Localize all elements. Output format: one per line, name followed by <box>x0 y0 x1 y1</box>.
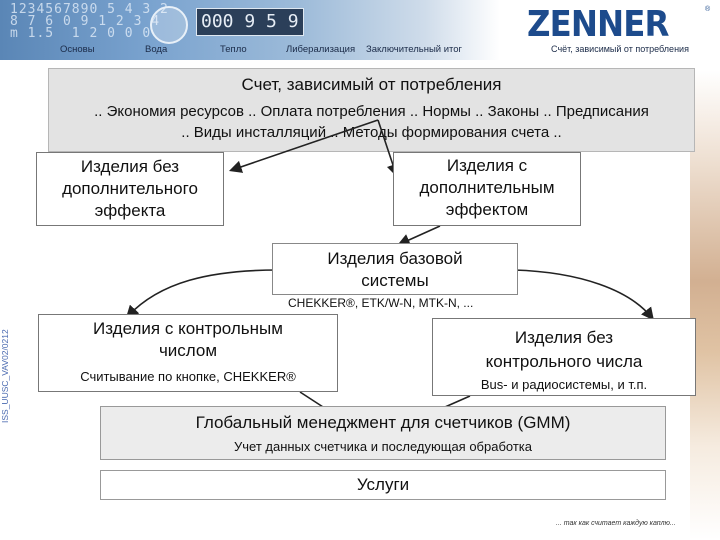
base-system-products: CHEKKER®, ETK/W-N, MTK-N, ... <box>288 296 474 310</box>
billing-topics: .. Экономия ресурсов .. Оплата потреблен… <box>49 101 694 143</box>
footer-slogan: ... так как считает каждую каплю... <box>556 520 676 527</box>
document-id-label: ISS_UUSC_VAV02/0212 <box>0 329 10 423</box>
services-label: Услуги <box>356 475 410 494</box>
arrow-to-control <box>125 269 279 319</box>
products-with-effect-box: Изделия с дополнительным эффектом <box>393 152 581 226</box>
arrow-to-no-control <box>513 269 654 321</box>
top-navigation: Основы Вода Тепло Либерализация Заключит… <box>0 44 510 60</box>
nav-item-summary[interactable]: Заключительный итог <box>366 44 463 55</box>
base-system-line-1: Изделия базовой <box>327 249 463 268</box>
control-number-box: Изделия с контрольным числом Считывание … <box>38 314 338 392</box>
products-without-effect-box: Изделия без дополнительного эффекта <box>36 152 224 226</box>
with-effect-line-2: дополнительным <box>419 178 555 197</box>
meter-dial-icon <box>150 6 188 44</box>
billing-concept-box: Счет, зависимый от потребления .. Эконом… <box>48 68 695 152</box>
gmm-box: Глобальный менеджмент для счетчиков (GMM… <box>100 406 666 460</box>
nav-item-basics[interactable]: Основы <box>60 44 95 55</box>
gmm-sub: Учет данных счетчика и последующая обраб… <box>233 439 533 454</box>
no-control-number-box: Изделия без контрольного числа Bus- и ра… <box>432 318 696 396</box>
arrow-to-no-effect <box>228 119 379 173</box>
control-line-2: числом <box>158 341 218 360</box>
billing-topics-line-1: .. Экономия ресурсов .. Оплата потреблен… <box>94 103 649 120</box>
services-box: Услуги <box>100 470 666 500</box>
gmm-title: Глобальный менеджмент для счетчиков (GMM… <box>195 413 571 432</box>
header-section-label: Счёт, зависимый от потребления <box>551 44 689 54</box>
nav-item-water[interactable]: Вода <box>145 44 168 55</box>
control-line-1: Изделия с контрольным <box>93 319 283 338</box>
no-effect-line-1: Изделия без <box>80 157 180 176</box>
no-control-line-2: контрольного числа <box>485 352 643 371</box>
no-control-sub: Bus- и радиосистемы, и т.п. <box>480 377 648 392</box>
with-effect-line-3: эффектом <box>445 200 529 219</box>
no-control-line-1: Изделия без <box>514 328 614 347</box>
side-decoration-image <box>690 70 720 540</box>
base-system-box: Изделия базовой системы <box>272 243 518 295</box>
with-effect-line-1: Изделия с <box>446 156 528 175</box>
nav-item-heat[interactable]: Тепло <box>220 44 247 55</box>
no-effect-line-2: дополнительного <box>62 179 198 198</box>
meter-counter-display: 000 9 5 9 <box>196 8 304 36</box>
billing-title: Счет, зависимый от потребления <box>241 75 502 94</box>
arrow-to-base-system <box>397 225 441 246</box>
nav-item-liberalization[interactable]: Либерализация <box>286 44 356 55</box>
base-system-line-2: системы <box>361 271 429 290</box>
zenner-logo: ZENNER <box>527 4 669 45</box>
no-effect-line-3: эффекта <box>94 201 166 220</box>
logo-registered-mark: ® <box>705 6 711 13</box>
control-sub: Считывание по кнопке, CHEKKER® <box>80 369 296 384</box>
billing-topics-line-2: .. Виды инсталляций .. Методы формирован… <box>181 124 562 141</box>
header-art-digits: 1234567890 5 4 3 2 8 7 6 0 9 1 2 3 4 m 1… <box>10 2 169 41</box>
